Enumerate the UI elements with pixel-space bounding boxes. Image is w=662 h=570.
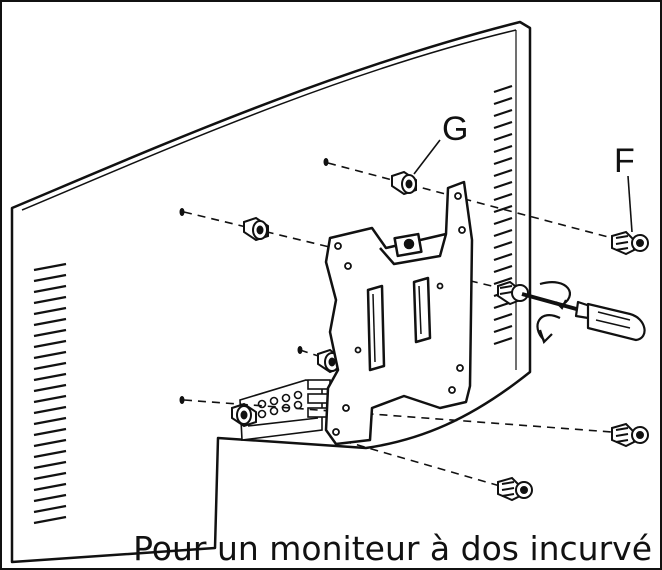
right-vents <box>493 84 513 346</box>
screw-bottom <box>497 476 533 502</box>
leader-lines <box>413 139 633 233</box>
spacer-top-right <box>391 170 417 196</box>
screwdriver <box>521 292 646 342</box>
spacer-top-left <box>243 216 269 242</box>
left-vents <box>33 262 67 525</box>
screw-mid-right <box>611 422 649 448</box>
plate-holes <box>332 192 466 436</box>
spacers <box>231 170 417 428</box>
screw-in-tool <box>497 280 529 306</box>
spacer-bottom-left <box>231 402 257 428</box>
label-screw-f: F <box>614 142 635 180</box>
screw-top-right <box>611 230 649 256</box>
screws <box>497 230 649 502</box>
monitor-back <box>10 20 532 564</box>
screw-holes <box>179 158 329 404</box>
label-spacer-g: G <box>442 110 468 148</box>
caption: Pour un moniteur à dos incurvé <box>133 529 652 568</box>
rotate-arrows-icon <box>536 281 572 345</box>
vesa-plate <box>324 180 474 446</box>
